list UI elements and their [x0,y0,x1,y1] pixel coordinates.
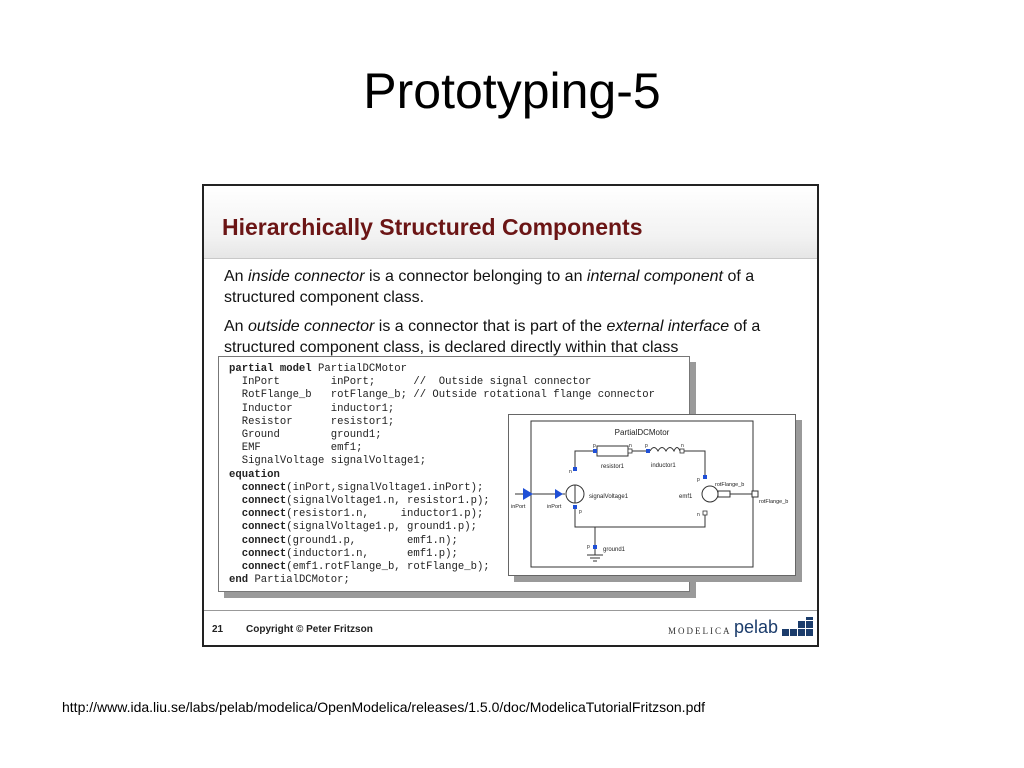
pelab-squares-icon [782,617,813,636]
inport-outer-label: inPort [511,504,526,510]
ground-label: ground1 [603,547,626,553]
code-connect-args: (ground1.p, emf1.n); [286,534,458,547]
source-url[interactable]: http://www.ida.liu.se/labs/pelab/modelic… [62,699,706,715]
wire-sv-to-resistor [574,450,597,469]
code-decl-line: Resistor resistor1; [229,415,395,428]
code-keyword-equation: equation [229,468,280,481]
code-connect-args: (inPort,signalVoltage1.inPort); [286,481,484,494]
code-connect-args: (signalVoltage1.n, resistor1.p); [286,495,490,508]
embedded-slide-image: Hierarchically Structured Components An … [202,184,819,647]
code-keyword-connect: connect [241,534,287,547]
embedded-slide-header [204,186,817,259]
code-decl-line: Ground ground1; [229,429,382,442]
inport-inner-label: inPort [547,504,562,510]
wire-inductor-to-emf [680,450,706,477]
pelab-logo: pelab [734,617,779,637]
code-keyword-end: end [229,574,249,587]
embedded-slide-heading: Hierarchically Structured Components [222,214,643,240]
emf-symbol [701,485,719,503]
code-keyword-connect: connect [241,495,287,508]
code-decl-line: InPort inPort; // Outside signal connect… [229,376,592,389]
p1-text-2: is a connector belonging to an [364,268,587,285]
pin-letter-p: p [645,443,648,449]
code-connect-args: (signalVoltage1.p, ground1.p); [286,521,477,534]
resistor-label: resistor1 [601,464,625,470]
p2-text-2: is a connector that is part of the [374,318,607,335]
pin-letter-n: n [569,469,572,475]
inport-inner-icon [555,489,563,499]
pin-sv-n [573,467,577,471]
pin-letter-p: p [593,443,596,449]
p1-italic-1: inside connector [248,268,365,285]
pin-emf-n [702,510,708,516]
p1-text-1: An [224,268,249,285]
circuit-diagram-svg: PartialDCMotor resistor1 inductor1 signa… [511,420,788,568]
pin-letter-n: n [697,512,700,518]
pin-resistor-p [593,449,597,453]
pin-inductor-p [646,449,650,453]
modelica-logo: MODELICA [668,626,732,636]
signal-voltage-label: signalVoltage1 [589,494,629,500]
pin-inductor-n [679,448,685,454]
footer-copyright: Copyright © Peter Fritzson [246,624,373,635]
pin-emf-p [703,475,707,479]
p1-italic-2: internal component [586,268,723,285]
code-keyword-partial-model: partial model [229,363,312,375]
emf-label: emf1 [679,494,693,500]
rotflange-inner-label: rotFlange_b [715,482,744,488]
p2-italic-2: external interface [606,318,730,335]
code-keyword-connect: connect [241,481,287,494]
code-end-name: PartialDCMotor; [254,574,350,587]
code-decl-line: EMF emf1; [229,442,363,455]
p2-text-1: An [224,318,249,335]
code-keyword-connect: connect [241,561,287,574]
p1-text-3: of a structured component class. [224,268,755,306]
diagram-title-text: PartialDCMotor [615,428,670,437]
pin-letter-n: n [681,443,684,449]
circuit-diagram: PartialDCMotor resistor1 inductor1 signa… [508,414,796,576]
pin-sv-p [573,505,577,509]
slide-title: Prototyping-5 [363,63,661,119]
inductor-symbol [649,447,681,453]
p2-italic-1: outside connector [248,318,375,335]
code-keyword-connect: connect [241,508,287,521]
emf-shaft [717,490,731,498]
code-keyword-connect: connect [241,521,287,534]
rotflange-outer-label: rotFlange_b [759,499,788,505]
footer-page-number: 21 [212,624,224,635]
paragraph-inside-connector: An inside connector is a connector belon… [224,266,804,308]
pin-ground-p [593,545,597,549]
pin-letter-p: p [587,544,590,550]
code-connect-args: (emf1.rotFlange_b, rotFlange_b); [286,561,490,574]
resistor-symbol [596,445,629,457]
code-model-name: PartialDCMotor [318,363,408,375]
p2-text-3: of a structured component class, is decl… [224,318,761,356]
rotflange-outer-port [751,490,759,498]
footer-divider [204,610,817,611]
code-connect-args: (inductor1.n, emf1.p); [286,547,458,560]
pin-resistor-n [627,448,633,454]
code-decl-line: RotFlange_b rotFlange_b; // Outside rota… [229,389,655,402]
code-decl-line: SignalVoltage signalVoltage1; [229,455,427,468]
pin-letter-p: p [579,509,582,515]
wire-lower-loop [574,505,706,528]
code-connect-args: (resistor1.n, inductor1.p); [286,508,484,521]
paragraph-outside-connector: An outside connector is a connector that… [224,316,804,358]
pin-letter-n: n [629,443,632,449]
code-keyword-connect: connect [241,547,287,560]
pin-letter-p: p [697,477,700,483]
inductor-label: inductor1 [651,463,676,469]
inport-outer-icon [523,488,533,500]
code-decl-line: Inductor inductor1; [229,402,395,415]
